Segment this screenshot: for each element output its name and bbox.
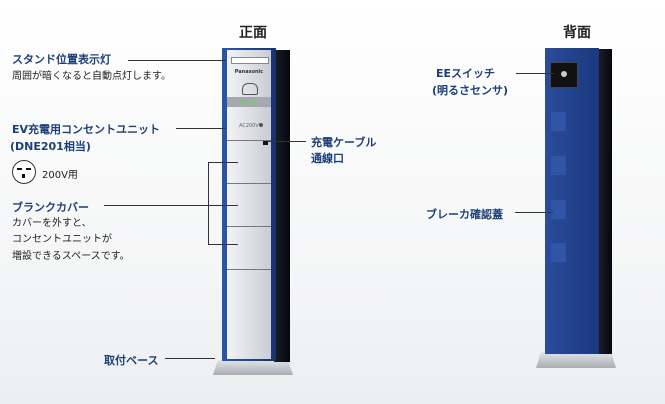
plug-note: 200V用: [42, 170, 78, 181]
outlet-model: (DNE201相当): [10, 140, 91, 153]
brand-logo: Panasonic: [234, 69, 264, 75]
blank-cover-desc: カバーを外すと、: [12, 218, 92, 229]
stand-front-panel: Panasonic AC200V: [227, 50, 271, 359]
front-view-title: 正面: [239, 25, 267, 41]
panel-divider: [227, 269, 271, 270]
blank-cover-desc: 増設できるスペースです。: [12, 251, 130, 262]
ev-logo-icon: [242, 83, 258, 95]
back-view-title: 背面: [563, 25, 591, 41]
ee-switch-sub: (明るさセンサ): [432, 84, 509, 97]
blank-cover-desc: コンセントユニットが: [12, 234, 112, 245]
breaker-lid: [551, 156, 566, 175]
stand-light-label: スタンド位置表示灯: [12, 53, 111, 66]
ee-switch-icon: [550, 62, 578, 88]
outlet-unit-label: EV充電用コンセントユニット: [12, 123, 161, 136]
breaker-lid: [551, 243, 566, 262]
plug-200v-icon: [12, 160, 36, 184]
breaker-lid: [551, 112, 566, 131]
mount-base-label: 取付ベース: [104, 354, 159, 367]
blank-cover-label: ブランクカバー: [12, 201, 89, 214]
front-stand: Panasonic AC200V: [212, 46, 294, 376]
panel-divider: [227, 140, 271, 141]
stand-light-desc: 周囲が暗くなると自動点灯します。: [12, 71, 171, 82]
stand-base: [213, 360, 293, 375]
outlet-icon: [259, 123, 263, 127]
led-icon: [241, 100, 245, 104]
outlet-label: AC200V: [239, 123, 259, 129]
stand-side: [598, 49, 612, 354]
cable-port: [263, 141, 268, 145]
cable-port-label: 通線口: [311, 152, 344, 165]
stand-side: [274, 50, 290, 362]
back-stand: [536, 46, 616, 370]
led-band: [227, 97, 271, 107]
breaker-lid-label: ブレーカ確認蓋: [426, 208, 503, 221]
panel-divider: [227, 183, 271, 184]
led-icon: [251, 100, 255, 104]
breaker-lid: [551, 200, 566, 219]
panel-divider: [227, 226, 271, 227]
position-light: [231, 57, 269, 64]
stand-base: [536, 352, 616, 368]
stand-back-panel: [545, 48, 599, 354]
cable-port-label: 充電ケーブル: [311, 136, 377, 149]
ee-switch-label: EEスイッチ: [436, 67, 496, 80]
